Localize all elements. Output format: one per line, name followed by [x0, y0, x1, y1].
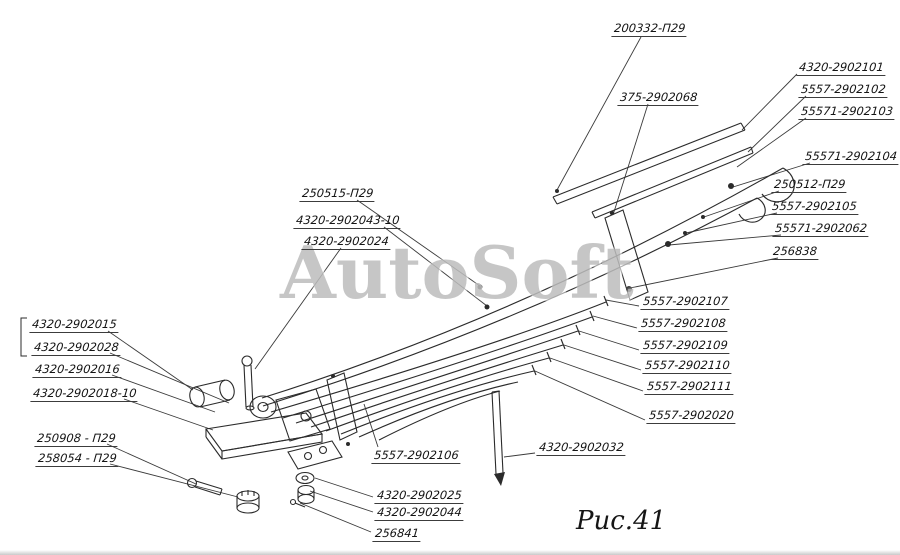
part-label-258054-p29: 258054 - П29 [35, 451, 120, 468]
part-label-4320-2902016: 4320-2902016 [32, 362, 123, 379]
part-label-55571-2902103: 55571-2902103 [798, 104, 896, 121]
part-label-4320-2902015: 4320-2902015 [29, 317, 120, 334]
part-label-256841: 256841 [372, 526, 422, 543]
part-label-4320-2902044: 4320-2902044 [374, 505, 465, 522]
part-label-4320-2902028: 4320-2902028 [31, 340, 122, 357]
part-label-5557-2902106: 5557-2902106 [371, 448, 462, 465]
part-label-5557-2902111: 5557-2902111 [644, 379, 735, 396]
scan-edge [0, 550, 900, 555]
spring-clamp-front [326, 372, 358, 441]
part-label-250512-p29: 250512-П29 [771, 177, 849, 194]
label-group-bracket [20, 317, 27, 357]
top-leaf-bar [552, 122, 754, 219]
part-label-5557-2902102: 5557-2902102 [798, 82, 889, 99]
spring-clamp-rear [604, 209, 649, 301]
part-label-5557-2902109: 5557-2902109 [640, 338, 731, 355]
figure-caption: Рис.41 [576, 506, 667, 536]
part-label-250908-p29: 250908 - П29 [34, 431, 119, 448]
part-label-4320-2902043-10: 4320-2902043-10 [293, 213, 403, 230]
part-label-200332-p29: 200332-П29 [611, 21, 689, 38]
leader-lines [106, 36, 811, 533]
part-label-4320-2902024: 4320-2902024 [301, 234, 392, 251]
front-bracket-assembly [186, 355, 343, 514]
part-label-5557-2902108: 5557-2902108 [638, 316, 729, 333]
part-label-4320-2902101: 4320-2902101 [796, 60, 887, 77]
leaf-spring-stack [261, 167, 795, 441]
fastener-dots [331, 183, 734, 446]
part-label-5557-2902020: 5557-2902020 [646, 408, 737, 425]
part-label-5557-2902105: 5557-2902105 [769, 199, 860, 216]
part-label-5557-2902110: 5557-2902110 [642, 358, 733, 375]
part-label-250515-p29: 250515-П29 [299, 186, 377, 203]
part-label-5557-2902107: 5557-2902107 [640, 294, 731, 311]
part-label-4320-2902032: 4320-2902032 [536, 440, 627, 457]
part-label-256838: 256838 [770, 244, 820, 261]
part-label-4320-2902018-10: 4320-2902018-10 [30, 386, 140, 403]
part-label-4320-2902025: 4320-2902025 [374, 488, 465, 505]
part-label-55571-2902104: 55571-2902104 [802, 149, 900, 166]
part-label-55571-2902062: 55571-2902062 [772, 221, 870, 238]
part-label-375-2902068: 375-2902068 [617, 90, 700, 107]
center-bolt [491, 390, 505, 486]
